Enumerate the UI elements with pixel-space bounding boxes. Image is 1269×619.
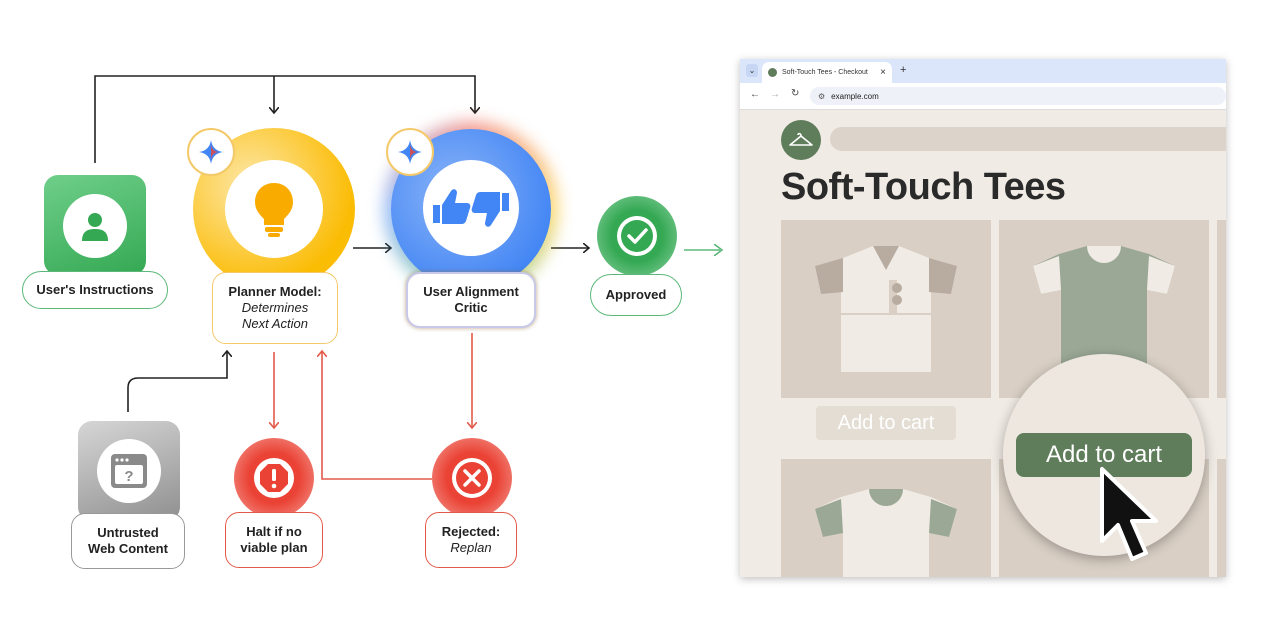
untrusted-card: ? [78,421,180,521]
search-bar[interactable] [830,127,1226,151]
tab-checkout[interactable]: Soft-Touch Tees - Checkout × [762,62,892,83]
approved-label: Approved [590,274,682,316]
tshirt-image [1033,246,1175,380]
rejected-label: Rejected: Replan [425,512,517,568]
halt-text-2: viable plan [240,540,308,555]
browser-window: ⌄ Soft-Touch Tees - Checkout × + ← → ↻ ⚙… [740,59,1226,577]
planner-label: Planner Model: Determines Next Action [212,272,338,344]
rejected-title: Rejected: [441,524,501,539]
arrow-untrusted-to-planner [127,352,227,412]
store-logo[interactable] [781,120,821,160]
reload-icon[interactable]: ↻ [791,88,800,99]
page-title: Soft-Touch Tees [781,166,1066,208]
back-icon[interactable]: ← [750,89,760,100]
sparkle-icon [398,140,422,164]
critic-title-1: User Alignment [423,284,519,299]
thumbs-up-down-icon [423,160,519,256]
arrow-rejected-to-planner [322,352,432,480]
planner-sub1: Determines [241,300,309,315]
rejected-sub: Replan [450,540,492,555]
untrusted-title-2: Web Content [88,541,168,556]
tab-list-dropdown[interactable]: ⌄ [746,64,758,77]
hanger-icon [789,132,813,146]
site-settings-icon[interactable]: ⚙ [818,91,826,101]
user-instructions-text: User's Instructions [36,282,154,297]
gemini-badge-planner [187,128,235,176]
product-card-3[interactable] [1217,220,1226,398]
tab-title: Soft-Touch Tees - Checkout [782,69,868,76]
approved-text: Approved [605,287,667,302]
tab-close-icon[interactable]: × [880,67,886,78]
add-to-cart-small-text: Add to cart [837,411,935,434]
warning-octagon-icon [254,458,294,498]
tab-bar: ⌄ Soft-Touch Tees - Checkout × + [740,59,1226,83]
url-field[interactable]: ⚙ example.com [810,87,1226,105]
svg-text:?: ? [124,468,133,485]
forward-icon[interactable]: → [770,89,780,100]
critic-label: User Alignment Critic [406,272,536,328]
arrow-user-to-planner-critic [94,75,475,163]
product-card-1[interactable] [781,220,991,398]
x-circle-icon [452,458,492,498]
critic-title-2: Critic [454,300,488,315]
user-instructions-card [44,175,146,275]
lightbulb-icon [225,160,323,258]
user-instructions-label: User's Instructions [22,271,168,309]
sparkle-icon [199,140,223,164]
gemini-badge-critic [386,128,434,176]
check-icon [617,216,657,256]
product-card-4[interactable] [781,459,991,577]
halt-text-1: Halt if no [246,524,302,539]
browser-question-icon: ? [97,439,161,503]
planner-title: Planner Model: [228,284,322,299]
site-favicon [768,68,777,77]
ringer-tshirt-image [815,489,957,577]
planner-sub2: Next Action [242,316,308,331]
add-to-cart-button-zoomed[interactable]: Add to cart [1016,433,1192,477]
address-bar-row: ← → ↻ ⚙ example.com [740,83,1226,110]
halt-label: Halt if no viable plan [225,512,323,568]
product-card-6[interactable] [1217,459,1226,577]
url-text: example.com [831,91,879,101]
user-icon [63,194,127,258]
polo-shirt-image [815,246,957,372]
untrusted-label: Untrusted Web Content [71,513,185,569]
untrusted-title-1: Untrusted [97,525,159,540]
add-to-cart-button-small[interactable]: Add to cart [816,406,956,440]
mouse-cursor-icon [1100,467,1158,561]
add-to-cart-zoom-text: Add to cart [1045,441,1163,468]
new-tab-button[interactable]: + [900,64,907,76]
